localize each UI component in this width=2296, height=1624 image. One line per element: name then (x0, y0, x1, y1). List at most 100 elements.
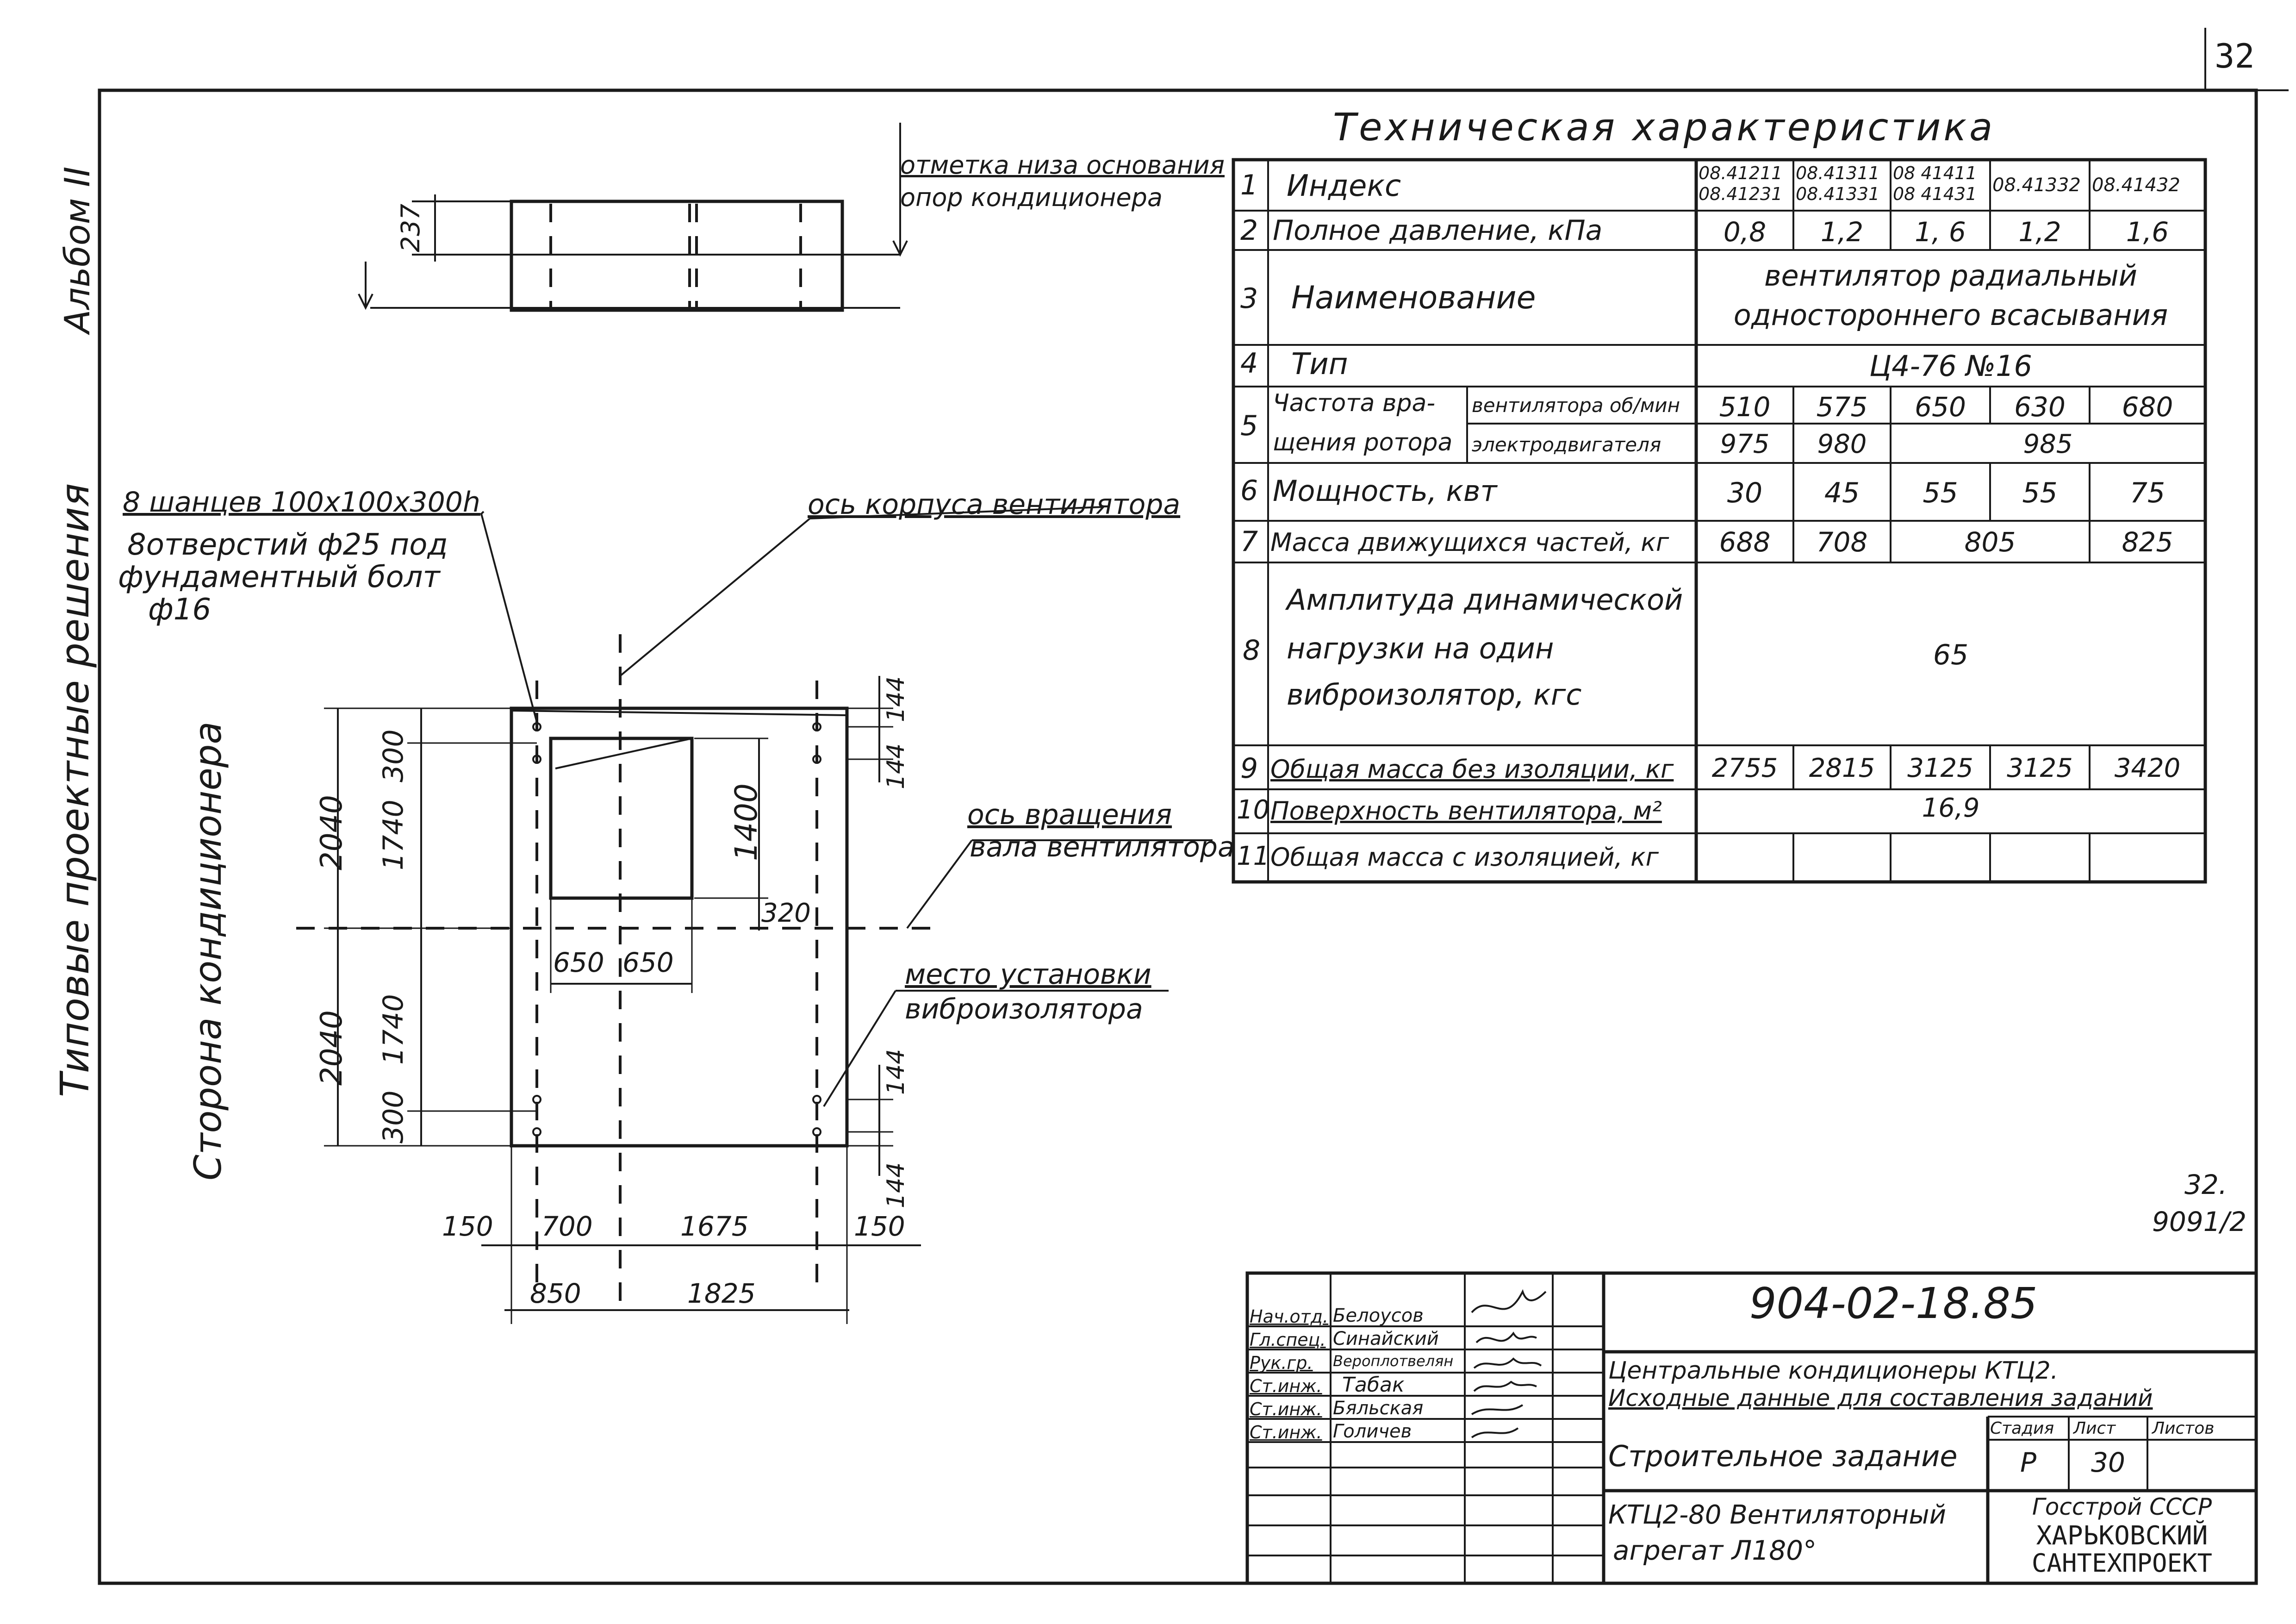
name-4: Табак (1342, 1373, 1405, 1397)
row6-label: Мощность, квт (1273, 474, 1497, 508)
row6-v3: 55 (1923, 477, 1958, 509)
row2-v1: 0,8 (1723, 216, 1767, 248)
row2-v4: 1,2 (2018, 216, 2061, 248)
holes-label-1: 8отверстий ф25 под (127, 528, 448, 562)
row5-fan-v2: 575 (1816, 391, 1868, 423)
dim-1400: 1400 (728, 783, 764, 861)
role-3: Рук.гр. (1250, 1353, 1313, 1373)
lists-header: Листов (2152, 1419, 2215, 1438)
row9-v1: 2755 (1711, 753, 1778, 783)
isolator-label-1: место установки (905, 958, 1151, 991)
dim-300-top: 300 (377, 729, 410, 782)
row1-idx2a: 08.41311 (1796, 163, 1880, 183)
row7-v1: 688 (1719, 526, 1771, 558)
row1-idx1a: 08.41211 (1699, 163, 1783, 183)
row8-value: 65 (1933, 639, 1969, 671)
elevation-view (358, 123, 908, 312)
role-4: Ст.инж. (1250, 1376, 1322, 1396)
dim-1825: 1825 (687, 1278, 756, 1309)
row7-label: Масса движущихся частей, кг (1270, 528, 1669, 557)
row1-idx4: 08.41332 (1992, 175, 2081, 196)
row9-num: 9 (1240, 752, 1258, 785)
dim-150-right: 150 (854, 1211, 905, 1242)
row3-num: 3 (1240, 282, 1258, 315)
dim-144-a: 144 (882, 676, 910, 722)
row2-num: 2 (1240, 214, 1258, 247)
row6-v5: 75 (2129, 477, 2165, 509)
plan-view (296, 506, 1213, 1324)
dim-650-left: 650 (553, 947, 604, 978)
row5-num: 5 (1240, 410, 1258, 442)
row6-num: 6 (1240, 475, 1258, 507)
dim-2040-bottom: 2040 (315, 1010, 349, 1086)
list-value: 30 (2091, 1447, 2125, 1478)
dim-144-d: 144 (882, 1162, 910, 1208)
name-5: Бяльская (1333, 1398, 1424, 1419)
row7-v2: 708 (1816, 526, 1868, 558)
row3-label: Наименование (1291, 280, 1536, 316)
stage-header: Стадия (1990, 1419, 2054, 1438)
role-5: Ст.инж. (1250, 1399, 1322, 1419)
row8-num: 8 (1243, 634, 1261, 667)
dim-650-right: 650 (622, 947, 674, 978)
name-6: Голичев (1333, 1421, 1412, 1442)
row5-motor-v2: 980 (1817, 429, 1867, 459)
row5-fan-label: вентилятора об/мин (1472, 394, 1680, 417)
row11-label: Общая масса с изоляцией, кг (1270, 843, 1659, 872)
holes-label-2: фундаментный болт (118, 560, 440, 594)
row10-value: 16,9 (1922, 793, 1980, 823)
row8-label-2: нагрузки на один (1287, 631, 1554, 665)
margin-note-1: 32. (2184, 1169, 2228, 1200)
name-3: Вероплотвелян (1333, 1352, 1454, 1370)
page-number: 32 (2215, 37, 2255, 75)
row10-label: Поверхность вентилятора, м² (1270, 796, 1662, 825)
org-line-3: САНТЕХПРОЕКТ (2031, 1549, 2213, 1578)
conditioner-side-label: Сторона кондиционера (187, 721, 230, 1181)
dim-237: 237 (396, 204, 425, 252)
row6-v2: 45 (1824, 477, 1860, 509)
row2-v3: 1, 6 (1915, 216, 1966, 248)
anchors-label: 8 шанцев 100х100х300h (123, 486, 480, 518)
row8-label-1: Амплитуда динамической (1287, 583, 1683, 617)
spec-title: Техническая характеристика (1333, 106, 1996, 150)
dim-2040-top: 2040 (315, 795, 349, 870)
series-label: Типовые проектные решения (52, 483, 98, 1097)
row6-v4: 55 (2022, 477, 2058, 509)
description-line-2: Исходные данные для составления заданий (1608, 1385, 2153, 1412)
margin-note-2: 9091/2 (2152, 1206, 2247, 1237)
holes-label-3: ф16 (148, 593, 212, 627)
role-1: Нач.отд. (1250, 1306, 1329, 1327)
unit-line-2: агрегат Л180° (1613, 1535, 1817, 1566)
row2-v2: 1,2 (1820, 216, 1864, 248)
name-2: Синайский (1333, 1328, 1439, 1349)
row9-label: Общая масса без изоляции, кг (1270, 755, 1674, 784)
row1-idx5: 08.41432 (2092, 175, 2180, 196)
album-label: Альбом II (57, 166, 98, 333)
row5-fan-v1: 510 (1719, 391, 1771, 423)
mark-label-1: отметка низа основания (900, 150, 1225, 180)
dim-144-b: 144 (882, 743, 910, 789)
dim-300-bottom: 300 (377, 1090, 410, 1143)
name-1: Белоусов (1333, 1305, 1424, 1326)
description-line-1: Центральные кондиционеры КТЦ2. (1608, 1357, 2059, 1385)
sheet-frame (98, 88, 2258, 1585)
row1-num: 1 (1240, 169, 1258, 201)
anchor-holes (532, 722, 821, 1137)
title-block-grid (1245, 1271, 2258, 1585)
row5-motor-v1: 975 (1720, 429, 1770, 459)
dim-150-left: 150 (442, 1211, 493, 1242)
row1-idx2b: 08.41331 (1796, 184, 1880, 204)
mark-label-2: опор кондиционера (900, 183, 1163, 212)
org-line-1: Госстрой СССР (2032, 1493, 2212, 1520)
row3-v2: одностороннего всасывания (1733, 298, 2168, 332)
sheet-title: Строительное задание (1608, 1439, 1958, 1473)
row1-label: Индекс (1287, 169, 1401, 203)
org-line-2: ХАРЬКОВСКИЙ (2036, 1521, 2208, 1551)
row9-v4: 3125 (2007, 753, 2073, 783)
row6-v1: 30 (1727, 477, 1763, 509)
row11-num: 11 (1237, 841, 1270, 871)
dim-700: 700 (541, 1211, 593, 1242)
row8-label-3: виброизолятор, кгс (1287, 678, 1582, 712)
axis-body-label: ось корпуса вентилятора (808, 488, 1181, 521)
row5-fan-v4: 630 (2014, 391, 2066, 423)
